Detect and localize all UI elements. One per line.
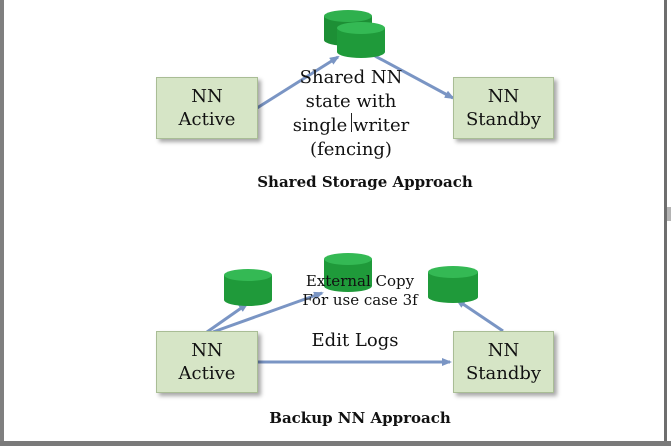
shared-storage-label-line4: (fencing) xyxy=(310,139,392,160)
frame-right-tick xyxy=(667,207,671,221)
nn-active-box-shared: NN Active xyxy=(156,77,258,139)
shared-storage-caption: Shared Storage Approach xyxy=(257,173,473,191)
nn-standby-backup-line1: NN xyxy=(487,340,520,361)
external-copy-label: External Copy For use case 3f xyxy=(285,272,435,310)
arrow-active-to-local-disk xyxy=(206,302,249,334)
external-copy-label-line2: For use case 3f xyxy=(302,291,418,309)
text-caret xyxy=(351,113,352,132)
nn-active-line2: Active xyxy=(178,109,236,130)
nn-active-box-backup: NN Active xyxy=(156,331,258,393)
frame-right-border xyxy=(664,0,667,446)
arrow-active-to-shared-storage xyxy=(256,55,340,110)
shared-storage-label: Shared NN state with single writer (fenc… xyxy=(280,66,422,162)
frame-left-border xyxy=(0,0,4,446)
external-copy-disk-icon xyxy=(324,253,372,292)
arrow-shared-storage-to-standby xyxy=(374,54,455,100)
frame-bottom-border xyxy=(0,441,671,446)
active-local-disk-icon xyxy=(224,269,272,306)
nn-standby-backup-line2: Standby xyxy=(465,363,542,384)
shared-storage-label-line1: Shared NN xyxy=(299,67,403,88)
arrow-standby-to-backup-disk xyxy=(455,298,504,333)
backup-nn-caption: Backup NN Approach xyxy=(269,409,451,427)
nn-active-backup-line2: Active xyxy=(178,363,236,384)
nn-standby-line2: Standby xyxy=(465,109,542,130)
backup-standby-disk-icon xyxy=(428,266,478,303)
external-copy-label-line1: External Copy xyxy=(305,272,415,290)
nn-standby-line1: NN xyxy=(487,86,520,107)
shared-storage-disk-icon xyxy=(324,10,385,58)
nn-active-backup-line1: NN xyxy=(191,340,223,361)
edit-logs-label: Edit Logs xyxy=(311,330,399,351)
nn-standby-box-shared: NN Standby xyxy=(453,77,554,139)
arrow-active-to-external-copy xyxy=(212,291,324,334)
nn-active-line1: NN xyxy=(191,86,223,107)
nn-standby-box-backup: NN Standby xyxy=(453,331,554,393)
shared-storage-label-line2: state with xyxy=(305,91,397,112)
